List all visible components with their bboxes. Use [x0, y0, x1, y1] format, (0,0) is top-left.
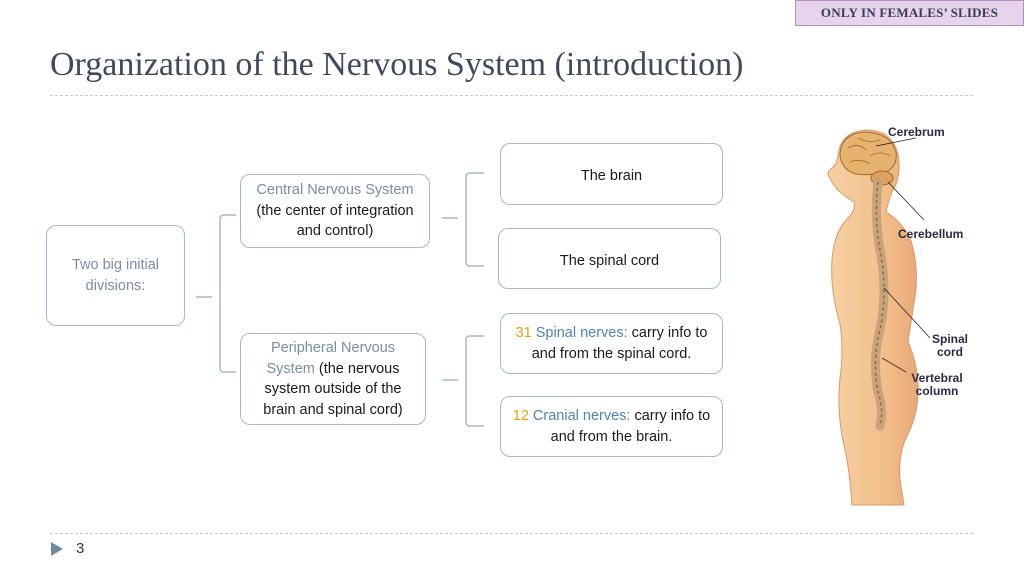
spinal-nerves-count: 31 [515, 325, 532, 341]
human-body-illustration [827, 129, 931, 506]
cranial-nerves-count: 12 [512, 408, 529, 424]
cranial-nerves-box: 12 Cranial nerves: carry info to and fro… [500, 396, 723, 457]
vertebral-column-label: Vertebral column [911, 371, 963, 398]
pns-description: (the nervous system outside of the brain… [263, 360, 403, 418]
title-divider [50, 95, 973, 96]
footer-arrow-icon [51, 542, 63, 556]
cns-name: Central Nervous System [256, 182, 414, 199]
pns-name: Peripheral Nervous System [266, 340, 396, 377]
page-number: 3 [76, 540, 85, 557]
spinal-nerves-text: 31 Spinal nerves: carry info to and from… [509, 323, 714, 364]
pns-text: Peripheral Nervous System (the nervous s… [249, 338, 417, 420]
root-divisions-box: Two big initial divisions: [46, 225, 185, 326]
cns-box: Central Nervous System (the center of in… [240, 174, 430, 248]
spinal-cord-box: The spinal cord [498, 228, 721, 289]
root-divisions-label: Two big initial divisions: [71, 257, 160, 294]
brain-folds [847, 137, 891, 165]
body-silhouette [827, 129, 919, 506]
cns-bracket [465, 172, 484, 267]
cranial-nerves-text: 12 Cranial nerves: carry info to and fro… [509, 406, 714, 447]
spinal-cord-shape [874, 181, 885, 427]
spinal-nerves-box: 31 Spinal nerves: carry info to and from… [500, 313, 723, 374]
pns-box: Peripheral Nervous System (the nervous s… [240, 333, 426, 425]
cerebellum-label: Cerebellum [898, 227, 964, 241]
cns-text: Central Nervous System (the center of in… [249, 180, 421, 242]
cranial-nerves-description: carry info to and from the brain. [550, 408, 711, 445]
pns-bracket [465, 335, 484, 427]
brain-label: The brain [580, 168, 643, 184]
slide-title: Organization of the Nervous System (intr… [50, 46, 744, 83]
females-only-badge: ONLY IN FEMALES’ SLIDES [795, 0, 1024, 26]
cranial-nerves-name: Cranial nerves: [528, 408, 631, 424]
spinal-cord-label: The spinal cord [559, 253, 660, 269]
spinal-nerves-name: Spinal nerves: [531, 325, 628, 341]
root-bracket [219, 214, 236, 373]
brain-box: The brain [500, 143, 723, 205]
cerebrum-label: Cerebrum [888, 125, 945, 139]
cns-description: (the center of integration and control) [256, 202, 414, 240]
cerebrum-shape [839, 131, 897, 176]
spinal-cord-label: Spinal cord [931, 332, 968, 359]
spinal-nerves-description: carry info to and from the spinal cord. [531, 325, 708, 362]
footer-divider [50, 533, 973, 534]
figure-leader-lines [875, 137, 931, 373]
nervous-system-figure: Cerebrum Cerebellum Spinal cord Vertebra… [800, 120, 980, 510]
